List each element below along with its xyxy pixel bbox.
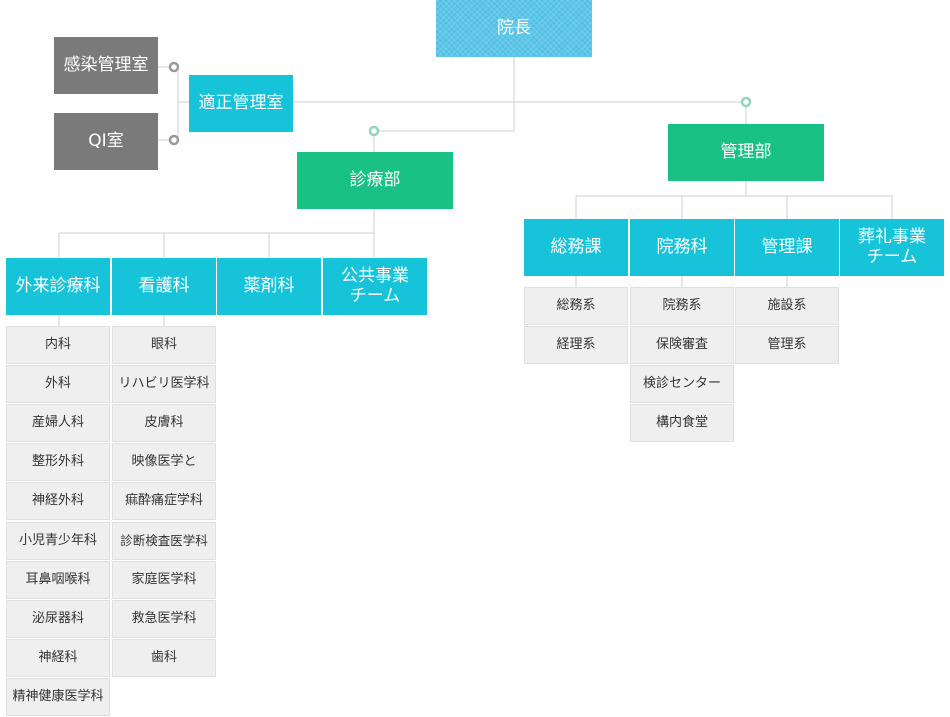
list-item: 内科	[6, 326, 110, 364]
connector-dot-qi	[168, 134, 180, 146]
list-item: 経理系	[524, 326, 628, 364]
list-item: 整形外科	[6, 443, 110, 481]
infection-control-node: 感染管理室	[54, 37, 158, 94]
dept-public-projects: 公共事業 チーム	[323, 258, 427, 315]
list-item: 家庭医学科	[112, 561, 216, 599]
list-item: 歯科	[112, 639, 216, 677]
connector-dot-medical	[368, 125, 380, 137]
list-item: 神経科	[6, 639, 110, 677]
compliance-office-node: 適正管理室	[189, 75, 293, 132]
list-item: 救急医学科	[112, 600, 216, 638]
list-item: 小児青少年科	[6, 522, 110, 560]
list-item: 外科	[6, 365, 110, 403]
list-item: 院務系	[630, 287, 734, 325]
list-item: 神経外科	[6, 482, 110, 520]
list-item: 構内食堂	[630, 404, 734, 442]
list-item: リハビリ医学科	[112, 365, 216, 403]
list-item: 眼科	[112, 326, 216, 364]
dept-administration: 管理課	[735, 219, 839, 276]
dept-pharmacy: 薬剤科	[217, 258, 321, 315]
dept-outpatient: 外来診療科	[6, 258, 110, 315]
list-item: 施設系	[735, 287, 839, 325]
connector-dot-management	[740, 96, 752, 108]
connector-dot-infection	[168, 61, 180, 73]
list-item: 泌尿器科	[6, 600, 110, 638]
medical-division-node: 診療部	[297, 152, 453, 209]
list-item: 産婦人科	[6, 404, 110, 442]
management-division-node: 管理部	[668, 124, 824, 181]
list-item: 皮膚科	[112, 404, 216, 442]
dept-nursing: 看護科	[112, 258, 216, 315]
list-item: 検診センター	[630, 365, 734, 403]
dept-general-affairs: 総務課	[524, 219, 628, 276]
list-item: 映像医学と	[112, 443, 216, 481]
dept-hospital-affairs: 院務科	[630, 219, 734, 276]
list-item: 保険審査	[630, 326, 734, 364]
list-item: 診断検査医学科	[112, 522, 216, 560]
list-item: 精神健康医学科	[6, 678, 110, 716]
list-item: 耳鼻咽喉科	[6, 561, 110, 599]
list-item: 管理系	[735, 326, 839, 364]
director-node: 院長	[436, 0, 592, 57]
list-item: 総務系	[524, 287, 628, 325]
list-item: 痲酔痛症学科	[112, 482, 216, 520]
qi-office-node: QI室	[54, 113, 158, 170]
dept-funeral-projects: 葬礼事業 チーム	[840, 219, 944, 276]
